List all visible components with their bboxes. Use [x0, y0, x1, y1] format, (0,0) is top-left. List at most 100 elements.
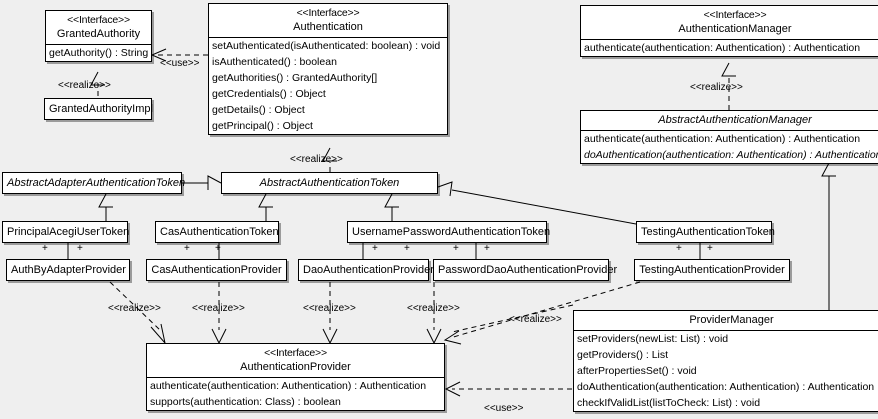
arrowhead-generalize-principal-acegi-user-token: [98, 193, 113, 208]
class-box-abstract-adapter-authentication-token[interactable]: AbstractAdapterAuthenticationToken: [2, 172, 186, 194]
class-box-cas-authentication-provider[interactable]: CasAuthenticationProvider: [146, 259, 287, 281]
class-name: AbstractAuthenticationToken: [259, 177, 400, 189]
association-multiplicity-plus: +: [42, 243, 48, 254]
class-header-abstract-authentication-manager: AbstractAuthenticationManager: [581, 111, 878, 130]
association-multiplicity-plus: +: [676, 243, 682, 254]
stereotype-label: <<Interface>>: [264, 347, 327, 359]
class-box-password-dao-authentication-provider[interactable]: PasswordDaoAuthenticationProvider: [433, 259, 618, 281]
class-method: afterPropertiesSet() : void: [577, 365, 697, 377]
class-box-testing-authentication-token[interactable]: TestingAuthenticationToken: [636, 221, 775, 243]
association-multiplicity-plus: +: [404, 243, 410, 254]
class-header-cas-authentication-provider: CasAuthenticationProvider: [147, 260, 286, 280]
arrowhead-generalize-provider-manager: [821, 162, 836, 177]
association-multiplicity-plus: +: [77, 243, 83, 254]
class-box-auth-by-adapter-provider[interactable]: AuthByAdapterProvider: [6, 259, 130, 281]
class-box-granted-authority-impl[interactable]: GrantedAuthorityImpl: [44, 98, 153, 120]
class-members-granted-authority: getAuthority() : String: [46, 44, 151, 61]
stereotype-label: <<Interface>>: [67, 14, 130, 26]
class-header-testing-authentication-provider: TestingAuthenticationProvider: [635, 260, 789, 280]
class-header-password-dao-authentication-provider: PasswordDaoAuthenticationProvider: [434, 260, 618, 280]
edge-label-realize-auth-by-adapter: <<realize>>: [108, 303, 161, 314]
arrowhead-use-provider-manager: [444, 381, 461, 397]
arrowhead-realize-auth-by-adapter: [150, 323, 166, 345]
class-method: supports(authentication: Class) : boolea…: [150, 396, 341, 408]
class-name: AuthByAdapterProvider: [11, 264, 126, 276]
class-method: getDetails() : Object: [212, 104, 305, 116]
arrowhead-generalize-username-password-token: [384, 193, 399, 208]
arrowhead-generalize-adapter-token: [207, 175, 222, 190]
class-name: AuthenticationProvider: [240, 361, 351, 373]
class-name: GrantedAuthorityImpl: [49, 103, 153, 115]
arrowhead-realize-testing-provider: [443, 330, 462, 345]
class-header-authentication: <<Interface>> Authentication: [209, 4, 447, 37]
class-box-abstract-authentication-token[interactable]: AbstractAuthenticationToken: [221, 172, 438, 194]
edge-label-realize-abstract-authentication-manager: <<realize>>: [690, 82, 743, 93]
class-box-provider-manager[interactable]: ProviderManager setProviders(newList: Li…: [573, 310, 878, 412]
class-header-principal-acegi-user-token: PrincipalAcegiUserToken: [3, 222, 130, 242]
arrowhead-realize-abstract-authentication-manager: [721, 62, 736, 77]
class-method-abstract: doAuthentication(authentication: Authent…: [584, 149, 878, 161]
class-box-cas-authentication-token[interactable]: CasAuthenticationToken: [155, 221, 279, 243]
class-members-authentication: setAuthenticated(isAuthenticated: boolea…: [209, 37, 447, 134]
class-box-username-password-authentication-token[interactable]: UsernamePasswordAuthenticationToken: [347, 221, 551, 243]
class-name: Authentication: [293, 21, 363, 33]
association-multiplicity-plus: +: [372, 243, 378, 254]
class-name: PasswordDaoAuthenticationProvider: [438, 264, 618, 276]
class-members-abstract-authentication-manager: authenticate(authentication: Authenticat…: [581, 130, 878, 163]
class-header-cas-authentication-token: CasAuthenticationToken: [156, 222, 279, 242]
edge-label-realize-granted-authority-impl: <<realize>>: [58, 80, 111, 91]
class-box-authentication-manager[interactable]: <<Interface>> AuthenticationManager auth…: [580, 5, 878, 57]
class-members-authentication-provider: authenticate(authentication: Authenticat…: [147, 377, 444, 410]
association-multiplicity-plus: +: [484, 243, 490, 254]
class-method: doAuthentication(authentication: Authent…: [577, 381, 875, 393]
edge-label-realize-password-dao-provider: <<realize>>: [407, 303, 460, 314]
class-method: setAuthenticated(isAuthenticated: boolea…: [212, 40, 441, 52]
class-header-auth-by-adapter-provider: AuthByAdapterProvider: [7, 260, 129, 280]
class-header-authentication-manager: <<Interface>> AuthenticationManager: [581, 6, 878, 39]
arrowhead-realize-dao-provider: [322, 328, 338, 345]
class-name: DaoAuthenticationProvider: [303, 264, 434, 276]
class-header-granted-authority-impl: GrantedAuthorityImpl: [45, 99, 153, 119]
class-box-authentication-provider[interactable]: <<Interface>> AuthenticationProvider aut…: [146, 343, 445, 411]
edge-label-realize-dao-provider: <<realize>>: [303, 303, 356, 314]
class-name: AbstractAdapterAuthenticationToken: [7, 177, 186, 189]
class-box-dao-authentication-provider[interactable]: DaoAuthenticationProvider: [298, 259, 434, 281]
class-box-authentication[interactable]: <<Interface>> Authentication setAuthenti…: [208, 3, 448, 135]
class-header-granted-authority: <<Interface>> GrantedAuthority: [46, 11, 151, 44]
class-box-granted-authority[interactable]: <<Interface>> GrantedAuthority getAuthor…: [45, 10, 152, 62]
class-method: authenticate(authentication: Authenticat…: [150, 380, 427, 392]
class-name: PrincipalAcegiUserToken: [7, 226, 130, 238]
edge-generalize-testing-token: [451, 189, 637, 225]
class-method: isAuthenticated() : boolean: [212, 56, 337, 68]
class-header-provider-manager: ProviderManager: [574, 311, 878, 330]
class-name: TestingAuthenticationProvider: [639, 264, 785, 276]
class-name: CasAuthenticationToken: [160, 226, 279, 238]
class-method: setProviders(newList: List) : void: [577, 333, 729, 345]
class-members-authentication-manager: authenticate(authentication: Authenticat…: [581, 39, 878, 56]
class-name: UsernamePasswordAuthenticationToken: [352, 226, 551, 238]
arrowhead-realize-cas-provider: [211, 328, 227, 345]
arrowhead-generalize-cas-token: [258, 193, 273, 208]
class-box-testing-authentication-provider[interactable]: TestingAuthenticationProvider: [634, 259, 790, 281]
class-method: authenticate(authentication: Authenticat…: [584, 133, 861, 145]
class-method: getAuthority() : String: [49, 47, 149, 59]
edge-label-realize-provider-manager: <<realize>>: [509, 314, 562, 325]
class-members-provider-manager: setProviders(newList: List) : void getPr…: [574, 330, 878, 411]
stereotype-label: <<Interface>>: [296, 7, 360, 19]
association-multiplicity-plus: +: [215, 243, 221, 254]
class-box-principal-acegi-user-token[interactable]: PrincipalAcegiUserToken: [2, 221, 130, 243]
class-name: GrantedAuthority: [56, 28, 141, 40]
class-method: getCredentials() : Object: [212, 88, 326, 100]
class-method: authenticate(authentication: Authenticat…: [584, 42, 861, 54]
edge-label-use-granted-authority: <<use>>: [160, 58, 200, 69]
arrowhead-generalize-testing-token: [437, 181, 453, 197]
arrowhead-realize-password-dao-provider: [426, 328, 442, 345]
class-header-testing-authentication-token: TestingAuthenticationToken: [637, 222, 775, 242]
association-multiplicity-plus: +: [184, 243, 190, 254]
class-name: CasAuthenticationProvider: [151, 264, 282, 276]
class-method: getAuthorities() : GrantedAuthority[]: [212, 72, 378, 84]
edge-label-use-provider-manager: <<use>>: [484, 403, 524, 414]
class-box-abstract-authentication-manager[interactable]: AbstractAuthenticationManager authentica…: [580, 110, 878, 164]
class-header-abstract-adapter-authentication-token: AbstractAdapterAuthenticationToken: [3, 173, 186, 193]
